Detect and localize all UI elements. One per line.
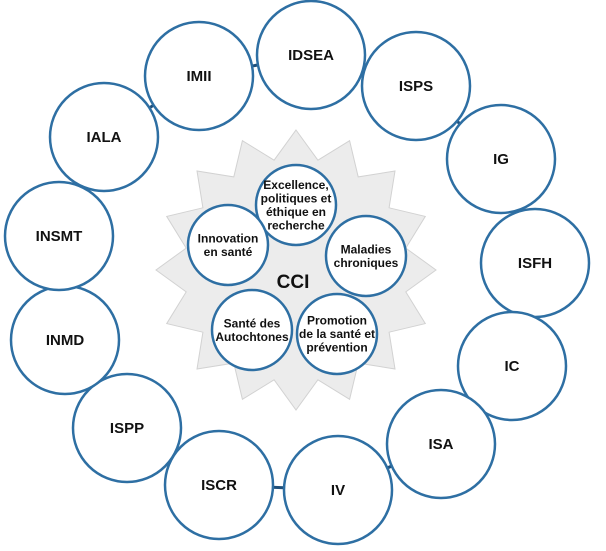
theme-label-line: Maladies: [341, 242, 392, 256]
theme-label-line: en santé: [204, 245, 253, 259]
institute-label: ISPP: [110, 420, 144, 437]
institute-circle: [255, 0, 367, 111]
theme-circle: [295, 292, 379, 376]
institute-node-idsea: IDSEA: [255, 0, 367, 111]
institute-label: ISCR: [201, 477, 237, 494]
institute-node-imii: IMII: [143, 20, 255, 132]
institute-circle: [71, 372, 183, 484]
institute-circle: [163, 429, 275, 541]
institute-node-ig: IG: [445, 103, 557, 215]
theme-label-line: éthique en: [266, 205, 326, 219]
institute-node-isfh: ISFH: [479, 207, 591, 319]
theme-circle: [210, 288, 294, 372]
institute-label: ISPS: [399, 78, 433, 95]
theme-label-line: Innovation: [198, 231, 259, 245]
theme-label-line: Promotion: [307, 314, 367, 328]
theme-label-line: Autochtones: [215, 330, 289, 344]
institute-node-iv: IV: [282, 434, 394, 546]
institute-circle: [360, 30, 472, 142]
institute-node-isps: ISPS: [360, 30, 472, 142]
theme-label-line: de la santé et: [299, 327, 375, 341]
institute-label: ISFH: [518, 255, 552, 272]
theme-label-line: prévention: [306, 341, 367, 355]
theme-circle: [324, 214, 408, 298]
institute-circle: [445, 103, 557, 215]
theme-label-line: chroniques: [334, 256, 399, 270]
theme-circle: [254, 163, 338, 247]
institute-node-iala: IALA: [48, 81, 160, 193]
institute-label: IG: [493, 151, 509, 168]
theme-circle: [186, 203, 270, 287]
outer-ring: IDSEA ISPS IG ISFH IC ISA IV ISCR ISPP INMD INSMT I…: [3, 0, 591, 546]
institute-circle: [456, 310, 568, 422]
institute-node-isa: ISA: [385, 388, 497, 500]
institute-label: INSMT: [36, 228, 83, 245]
institute-label: IALA: [87, 129, 122, 146]
theme-label-line: Excellence,: [263, 178, 328, 192]
institute-label: IV: [331, 482, 345, 499]
institute-label: ISA: [428, 436, 453, 453]
institute-node-insmt: INSMT: [3, 180, 115, 292]
institute-circle: [282, 434, 394, 546]
institute-node-iscr: ISCR: [163, 429, 275, 541]
theme-label-line: Santé des: [224, 316, 281, 330]
institute-circle: [48, 81, 160, 193]
institute-node-inmd: INMD: [9, 284, 121, 396]
institute-label: IDSEA: [288, 47, 334, 64]
theme-label-line: politiques et: [261, 191, 332, 205]
institute-label: INMD: [46, 332, 84, 349]
institute-label: IC: [505, 358, 520, 375]
institute-node-ispp: ISPP: [71, 372, 183, 484]
institute-circle: [3, 180, 115, 292]
theme-label-line: recherche: [267, 218, 325, 232]
institute-node-ic: IC: [456, 310, 568, 422]
institute-circle: [385, 388, 497, 500]
institute-label: IMII: [187, 68, 212, 85]
institute-circle: [143, 20, 255, 132]
center-label: CCI: [277, 272, 310, 293]
